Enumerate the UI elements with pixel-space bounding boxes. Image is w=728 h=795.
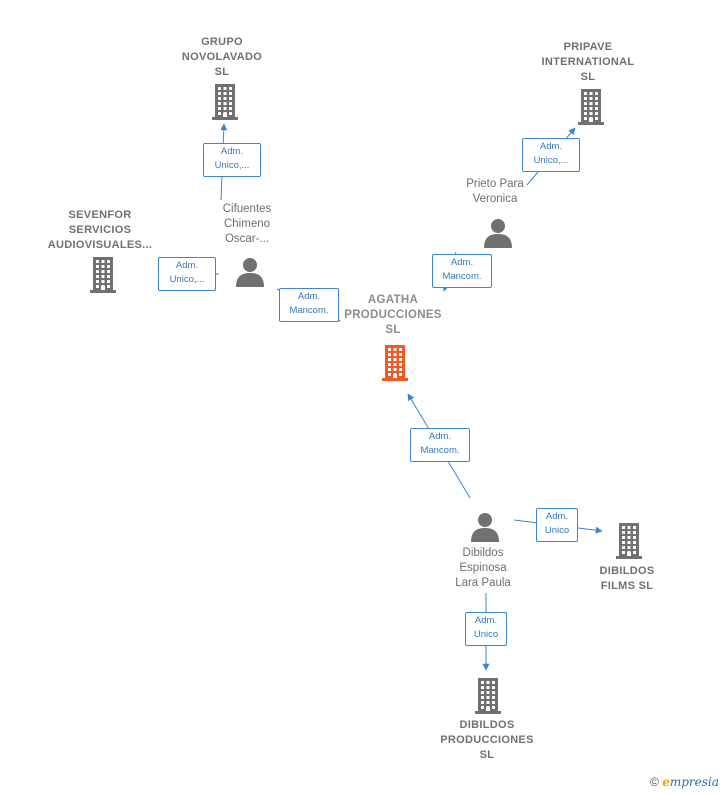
empresia-logo: empresia <box>662 775 719 789</box>
person-icon <box>484 219 512 248</box>
node-label[interactable]: SEVENFOR SERVICIOS AUDIOVISUALES... <box>47 208 153 251</box>
building-icon <box>382 345 408 381</box>
node-label[interactable]: DIBILDOS PRODUCCIONES SL <box>440 718 534 761</box>
person-icon <box>471 513 499 542</box>
node-label[interactable]: GRUPO NOVOLAVADO SL <box>181 35 263 78</box>
building-icon-wrap[interactable] <box>208 84 242 125</box>
person-icon-wrap[interactable] <box>469 512 501 547</box>
node-label[interactable]: PRIPAVE INTERNATIONAL SL <box>541 40 635 83</box>
edge-role-badge[interactable]: Adm. Mancom. <box>432 254 492 288</box>
edge-role-badge[interactable]: Adm. Unico,... <box>522 138 580 172</box>
building-icon <box>475 678 501 714</box>
edge-role-badge[interactable]: Adm. Mancom. <box>279 288 339 322</box>
node-label[interactable]: Cifuentes Chimeno Oscar-... <box>222 202 272 245</box>
building-icon <box>212 84 238 120</box>
node-label[interactable]: Dibildos Espinosa Lara Paula <box>455 546 511 589</box>
edge-role-badge[interactable]: Adm. Unico,... <box>158 257 216 291</box>
building-icon-wrap[interactable] <box>86 257 120 298</box>
person-icon <box>236 258 264 287</box>
building-icon-wrap[interactable] <box>378 345 412 386</box>
person-icon-wrap[interactable] <box>234 257 266 292</box>
building-icon <box>578 89 604 125</box>
person-icon-wrap[interactable] <box>482 218 514 253</box>
footer-brand: © empresia <box>650 775 719 789</box>
node-label[interactable]: DIBILDOS FILMS SL <box>599 565 655 592</box>
edge-role-badge[interactable]: Adm. Unico <box>536 508 578 542</box>
building-icon <box>90 257 116 293</box>
edge-role-badge[interactable]: Adm. Unico <box>465 612 507 646</box>
node-label[interactable]: AGATHA PRODUCCIONES SL <box>344 293 442 336</box>
building-icon <box>616 523 642 559</box>
copyright-symbol: © <box>650 775 659 789</box>
edge-role-badge[interactable]: Adm. Unico,... <box>203 143 261 177</box>
building-icon-wrap[interactable] <box>612 523 646 564</box>
edge-role-badge[interactable]: Adm. Mancom. <box>410 428 470 462</box>
node-label[interactable]: Prieto Para Veronica <box>466 178 524 205</box>
building-icon-wrap[interactable] <box>471 678 505 719</box>
building-icon-wrap[interactable] <box>574 89 608 130</box>
